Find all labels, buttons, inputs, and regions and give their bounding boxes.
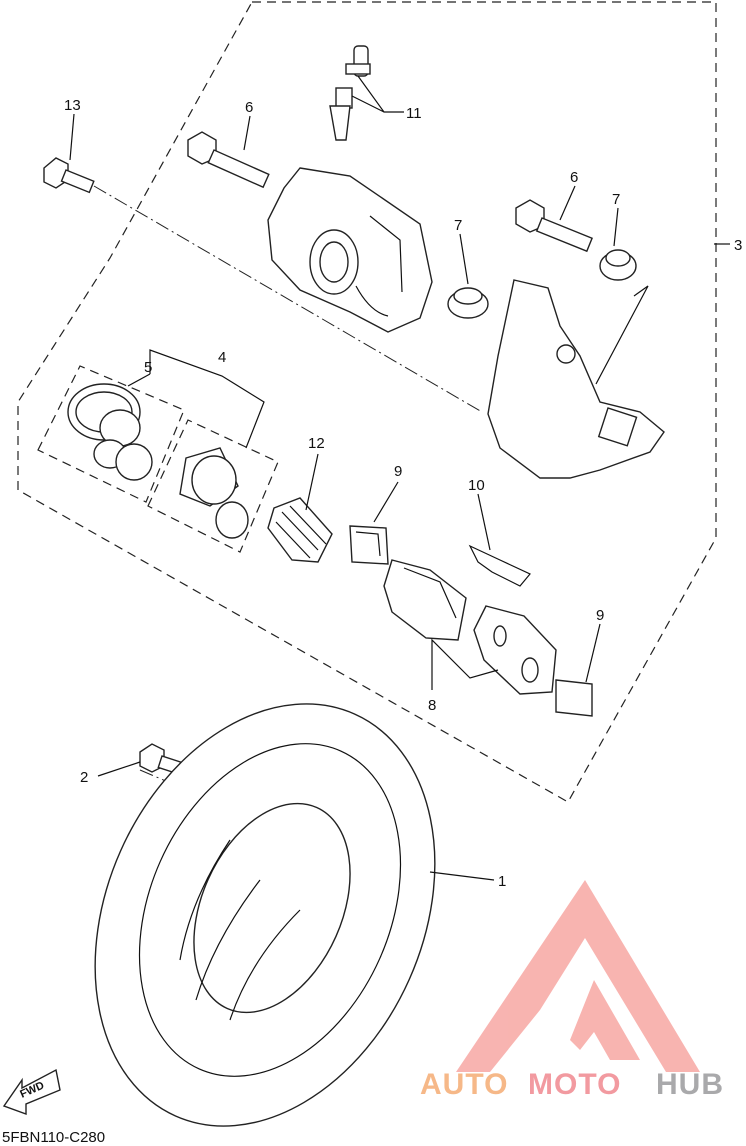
callout-6-right: 6 xyxy=(570,169,578,186)
piston-4 xyxy=(179,447,249,539)
callout-10: 10 xyxy=(468,477,485,494)
bleed-screw-11 xyxy=(329,45,371,141)
callout-12: 12 xyxy=(308,435,325,452)
callout-3: 3 xyxy=(734,237,742,254)
watermark-logo xyxy=(456,880,700,1072)
piston-kit-boundary xyxy=(147,419,279,553)
pad-shim-9-lower xyxy=(555,679,593,717)
seal-5 xyxy=(67,383,153,481)
axis-line xyxy=(93,185,483,413)
callout-6-upper: 6 xyxy=(245,99,253,116)
caliper-bracket xyxy=(487,279,665,479)
callout-7-left: 7 xyxy=(454,217,462,234)
watermark-moto: MOTO xyxy=(528,1068,621,1101)
boot-7-right xyxy=(599,249,637,281)
watermark-hub: HUB xyxy=(656,1068,724,1101)
diagram-code: 5FBN110-C280 xyxy=(2,1129,105,1146)
callout-2: 2 xyxy=(80,769,88,786)
callout-7-right: 7 xyxy=(612,191,620,208)
caliper-body xyxy=(267,167,433,333)
callout-9-lower: 9 xyxy=(596,607,604,624)
callout-13: 13 xyxy=(64,97,81,114)
brake-disc-1 xyxy=(94,703,436,1127)
bolt-6-upper xyxy=(187,131,270,189)
boot-7-left xyxy=(447,287,489,319)
bolt-6-right xyxy=(515,199,593,253)
bolt-13 xyxy=(43,157,95,194)
callout-5: 5 xyxy=(144,359,152,376)
pad-spring-12 xyxy=(267,497,333,563)
seal-kit-boundary xyxy=(37,365,185,503)
callout-1: 1 xyxy=(498,873,506,890)
pad-support-10 xyxy=(468,544,531,587)
brake-pad-8-left xyxy=(383,559,467,641)
fwd-arrow: FWD xyxy=(2,1068,61,1115)
leader-lines xyxy=(69,75,730,881)
callout-4: 4 xyxy=(218,349,226,366)
pad-shim-9-upper xyxy=(349,525,389,565)
watermark-auto: AUTO xyxy=(420,1068,508,1101)
callout-9-upper: 9 xyxy=(394,463,402,480)
callout-8: 8 xyxy=(428,697,436,714)
callout-11: 11 xyxy=(406,105,422,122)
brake-pad-8-right xyxy=(473,605,557,695)
caliper-assembly-boundary xyxy=(17,1,717,803)
